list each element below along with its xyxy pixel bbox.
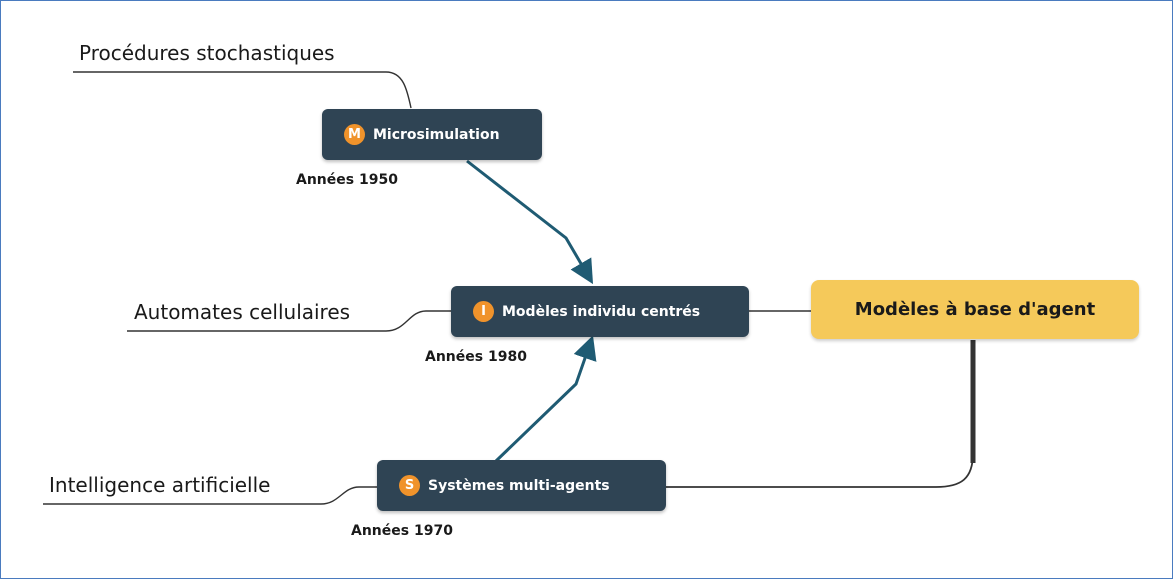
line-root-to-sma xyxy=(666,340,974,488)
arrow-sma-to-individu xyxy=(494,335,597,463)
origin-automates-cellulaires: Automates cellulaires xyxy=(134,300,351,324)
node-microsimulation[interactable]: M Microsimulation xyxy=(322,109,542,160)
node-individu-label: Modèles individu centrés xyxy=(502,303,701,320)
marker-i-icon: I xyxy=(473,301,494,322)
origin-intelligence-artificielle: Intelligence artificielle xyxy=(49,473,271,497)
line-intelligence-to-sma xyxy=(43,486,377,505)
arrow-microsimulation-to-individu xyxy=(466,159,594,285)
root-node[interactable]: Modèles à base d'agent xyxy=(811,280,1139,339)
node-individu-centres[interactable]: I Modèles individu centrés xyxy=(451,286,749,337)
marker-s-icon: S xyxy=(399,475,420,496)
node-sma-label: Systèmes multi-agents xyxy=(428,477,610,494)
date-systemes-multi-agents: Années 1970 xyxy=(351,523,453,539)
node-systemes-multi-agents[interactable]: S Systèmes multi-agents xyxy=(377,460,666,511)
root-label: Modèles à base d'agent xyxy=(854,299,1096,320)
date-microsimulation: Années 1950 xyxy=(296,172,398,188)
node-microsimulation-label: Microsimulation xyxy=(373,126,500,143)
line-procedures-to-microsimulation xyxy=(73,71,412,109)
line-automates-to-individu xyxy=(127,310,451,332)
origin-procedures-stochastiques: Procédures stochastiques xyxy=(79,41,335,65)
marker-m-icon: M xyxy=(344,124,365,145)
date-individu-centres: Années 1980 xyxy=(425,349,527,365)
